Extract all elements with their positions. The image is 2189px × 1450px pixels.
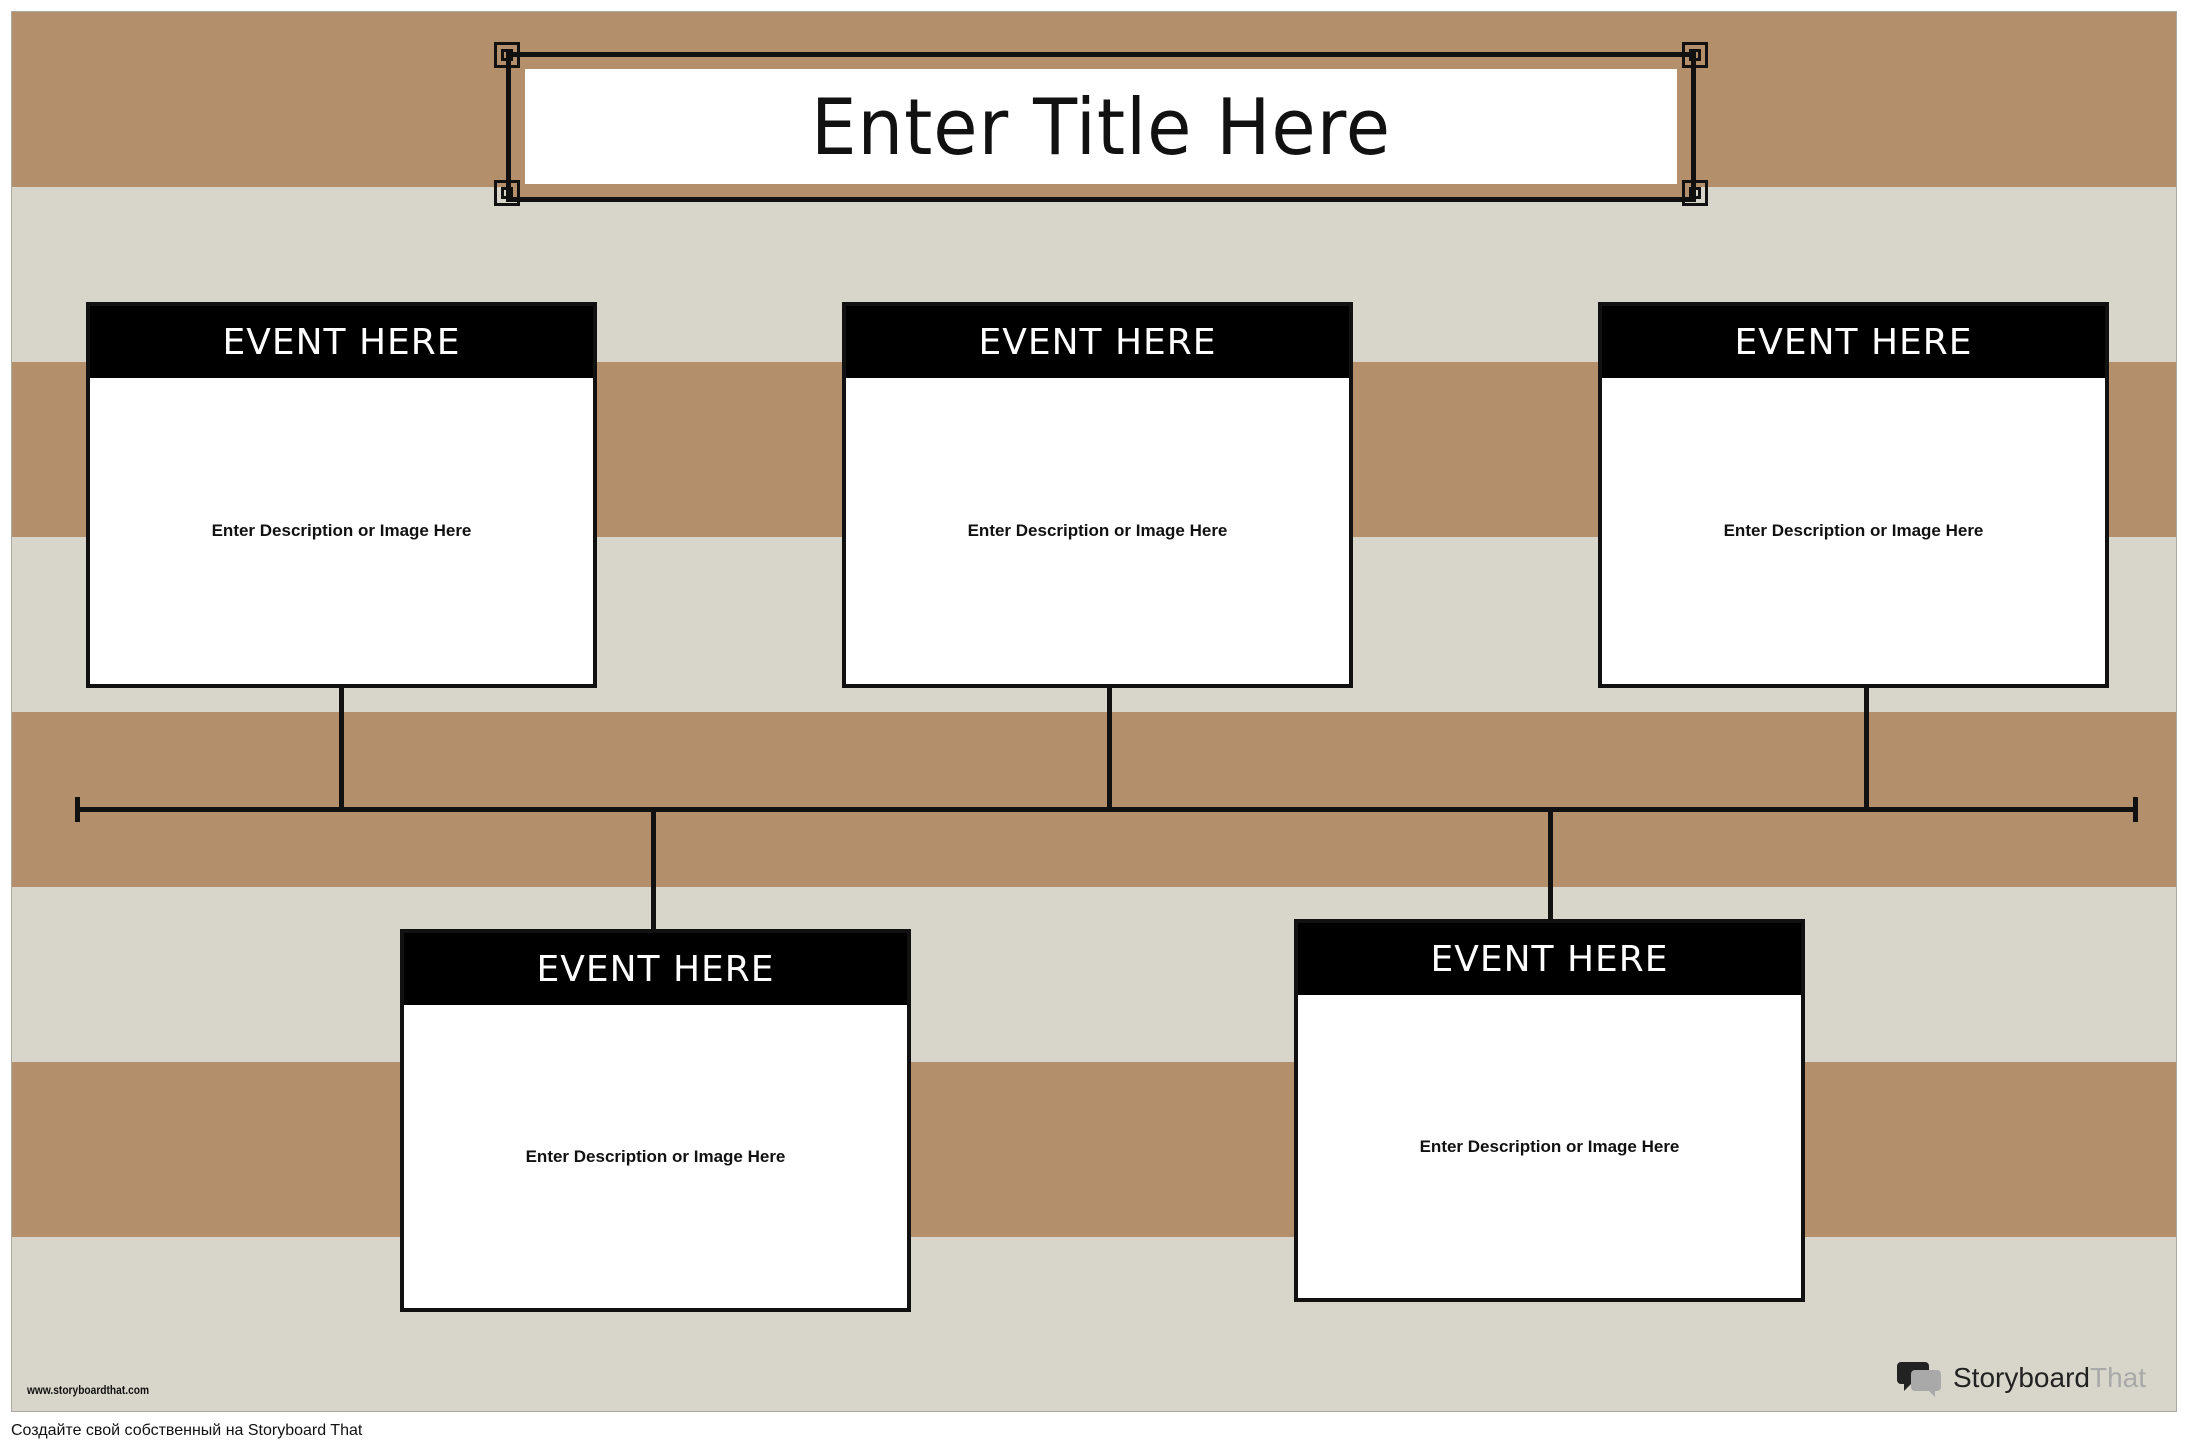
stripe-tan xyxy=(12,1062,2176,1237)
brand-name-main: Storyboard xyxy=(1953,1362,2090,1393)
title-frame[interactable]: Enter Title Here xyxy=(506,52,1696,202)
poster-canvas: Enter Title Here EVENT HERE Enter Descri… xyxy=(11,11,2177,1412)
event-connector xyxy=(651,810,656,932)
event-title[interactable]: EVENT HERE xyxy=(1602,306,2105,378)
event-connector xyxy=(1107,685,1112,810)
timeline-end-cap xyxy=(2133,797,2138,822)
event-description[interactable]: Enter Description or Image Here xyxy=(525,1146,786,1166)
storyboardthat-logo: StoryboardThat xyxy=(1895,1358,2146,1398)
corner-handle-icon xyxy=(1682,42,1708,68)
event-card[interactable]: EVENT HERE Enter Description or Image He… xyxy=(400,929,911,1312)
event-card[interactable]: EVENT HERE Enter Description or Image He… xyxy=(1294,919,1805,1302)
site-url: www.storyboardthat.com xyxy=(27,1383,150,1397)
timeline-end-cap xyxy=(75,797,80,822)
event-connector xyxy=(1548,810,1553,922)
brand-name: StoryboardThat xyxy=(1953,1362,2146,1394)
event-card[interactable]: EVENT HERE Enter Description or Image He… xyxy=(1598,302,2109,688)
event-title[interactable]: EVENT HERE xyxy=(846,306,1349,378)
speech-bubbles-icon xyxy=(1897,1362,1941,1397)
event-connector xyxy=(339,685,344,810)
brand-name-light: That xyxy=(2089,1362,2146,1393)
corner-handle-icon xyxy=(494,42,520,68)
timeline-axis xyxy=(76,807,2137,812)
event-title[interactable]: EVENT HERE xyxy=(90,306,593,378)
title-box[interactable]: Enter Title Here xyxy=(525,69,1677,184)
event-description[interactable]: Enter Description or Image Here xyxy=(1419,1136,1680,1156)
event-title[interactable]: EVENT HERE xyxy=(1298,923,1801,995)
corner-handle-icon xyxy=(1682,180,1708,206)
event-card[interactable]: EVENT HERE Enter Description or Image He… xyxy=(86,302,597,688)
corner-handle-icon xyxy=(494,180,520,206)
event-description[interactable]: Enter Description or Image Here xyxy=(967,521,1228,540)
event-description[interactable]: Enter Description or Image Here xyxy=(1723,521,1984,540)
event-connector xyxy=(1864,685,1869,810)
event-card[interactable]: EVENT HERE Enter Description or Image He… xyxy=(842,302,1353,688)
page-title[interactable]: Enter Title Here xyxy=(810,81,1392,172)
stripe-tan xyxy=(12,712,2176,887)
event-title[interactable]: EVENT HERE xyxy=(404,933,907,1005)
event-description[interactable]: Enter Description or Image Here xyxy=(211,521,472,540)
footer-note[interactable]: Создайте свой собственный на Storyboard … xyxy=(11,1422,363,1439)
